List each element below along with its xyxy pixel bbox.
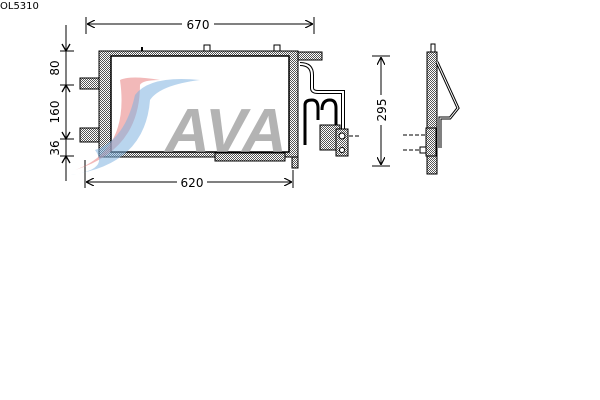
condenser-side-view xyxy=(403,43,460,175)
condenser-front-view xyxy=(79,44,360,169)
ava-watermark: AVA xyxy=(70,77,287,175)
dimension-core-width: 620 xyxy=(84,160,294,190)
dimension-label-295: 295 xyxy=(375,99,389,122)
dimension-label-80: 80 xyxy=(48,60,62,75)
part-code: OL5310 xyxy=(0,1,39,12)
dimension-label-670: 670 xyxy=(187,18,210,32)
dimension-overall-width: 670 xyxy=(85,17,315,34)
ava-watermark-text: AVA xyxy=(163,97,287,166)
dimension-left-segments: 80 160 36 xyxy=(48,25,74,181)
dimension-label-36: 36 xyxy=(48,140,62,155)
dimension-height: 295 xyxy=(372,55,390,167)
dimension-label-620: 620 xyxy=(181,176,204,190)
dimension-label-160: 160 xyxy=(48,101,62,124)
